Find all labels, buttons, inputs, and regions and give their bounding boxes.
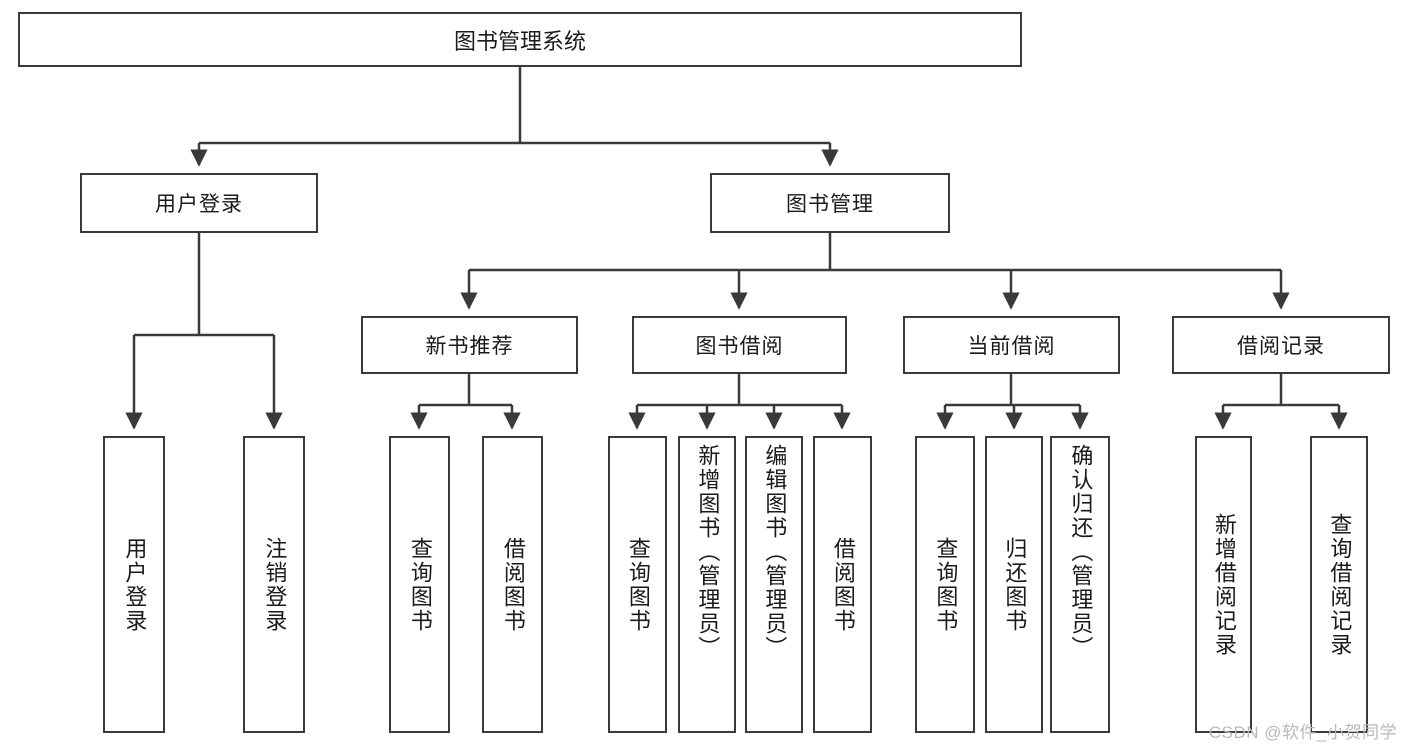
leaf-node-label: 归还图书 (1002, 536, 1028, 633)
leaf-node[interactable]: 新增借阅记录 (1195, 436, 1252, 733)
csdn-watermark: CSDN @软件_小贺同学 (1208, 723, 1397, 742)
leaf-node[interactable]: 新增图书（管理员） (678, 436, 736, 733)
node-book-borrow-label: 图书借阅 (695, 335, 784, 358)
node-current-borrow[interactable]: 当前借阅 (903, 316, 1120, 374)
leaf-node-label: 查询图书 (407, 536, 433, 633)
leaf-node-label: 查询借阅记录 (1327, 512, 1353, 657)
leaf-node[interactable]: 用户登录 (103, 436, 165, 733)
leaf-node[interactable]: 注销登录 (243, 436, 305, 733)
node-book-borrow[interactable]: 图书借阅 (632, 316, 847, 374)
node-current-borrow-label: 当前借阅 (967, 335, 1056, 358)
leaf-node-label: 编辑图书（管理员） (762, 444, 788, 660)
leaf-node-label: 确认归还（管理员） (1068, 444, 1094, 660)
node-book-management-label: 图书管理 (786, 193, 874, 216)
node-borrow-record[interactable]: 借阅记录 (1172, 316, 1390, 374)
leaf-node[interactable]: 查询借阅记录 (1310, 436, 1368, 733)
leaf-node[interactable]: 确认归还（管理员） (1050, 436, 1110, 733)
leaf-node[interactable]: 查询图书 (389, 436, 450, 733)
leaf-node-label: 用户登录 (122, 536, 148, 633)
leaf-node[interactable]: 归还图书 (985, 436, 1043, 733)
leaf-node-label: 借阅图书 (830, 536, 856, 633)
node-user-login-label: 用户登录 (155, 193, 243, 216)
node-new-book-recommend[interactable]: 新书推荐 (361, 316, 578, 374)
node-book-management[interactable]: 图书管理 (710, 173, 950, 233)
leaf-node-label: 新增图书（管理员） (695, 444, 721, 660)
leaf-node[interactable]: 查询图书 (608, 436, 667, 733)
node-root[interactable]: 图书管理系统 (18, 12, 1022, 67)
node-user-login[interactable]: 用户登录 (80, 173, 318, 233)
leaf-node[interactable]: 编辑图书（管理员） (745, 436, 803, 733)
leaf-node-label: 注销登录 (262, 536, 288, 633)
leaf-node-label: 查询图书 (933, 536, 959, 633)
leaf-node[interactable]: 借阅图书 (813, 436, 872, 733)
leaf-node-label: 查询图书 (625, 536, 651, 633)
node-new-book-recommend-label: 新书推荐 (425, 335, 514, 358)
node-borrow-record-label: 借阅记录 (1237, 335, 1325, 358)
leaf-node-label: 借阅图书 (500, 536, 526, 633)
leaf-node[interactable]: 借阅图书 (482, 436, 543, 733)
leaf-node[interactable]: 查询图书 (915, 436, 975, 733)
node-root-label: 图书管理系统 (453, 28, 586, 54)
leaf-node-label: 新增借阅记录 (1211, 512, 1237, 657)
